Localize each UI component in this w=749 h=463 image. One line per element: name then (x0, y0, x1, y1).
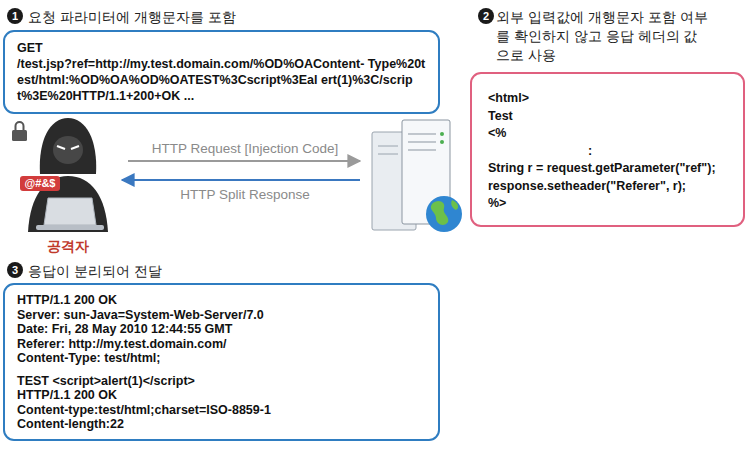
callout-number: 2 (478, 8, 494, 24)
code-line: GET (17, 40, 426, 56)
code-line: TEST <script>alert(1)</script> (17, 374, 426, 389)
code-box: 외부 입력값에 개행문자 포함 여부를 확인하지 않고 응답 헤더의 값으로 사… (470, 72, 745, 227)
code-line: String r = request.getParameter("ref"); (488, 160, 733, 178)
code-line: HTTP/1.1 200 OK (17, 388, 426, 403)
section-heading: 응답이 분리되어 전달 (28, 262, 438, 281)
code-line: Test (488, 108, 733, 126)
code-line: /test.jsp?ref=http://my.test.domain.com/… (17, 56, 426, 104)
callout-number: 3 (7, 262, 23, 278)
code-line: : (488, 143, 733, 161)
callout-circle (7, 8, 23, 24)
section-heading: 외부 입력값에 개행문자 포함 여부를 확인하지 않고 응답 헤더의 값으로 사… (496, 8, 711, 65)
section-heading: 요청 파라미터에 개행문자를 포함 (28, 8, 438, 27)
server-figure (372, 120, 462, 232)
box-body: <html>Test<%:String r = request.getParam… (470, 72, 745, 227)
badge-text: @#&$ (20, 176, 60, 191)
actor-label: 공격자 (28, 237, 108, 255)
code-line: Content-length:22 (17, 417, 426, 432)
callout-circle (478, 8, 494, 24)
code-line: Content-type:test/html;charset=ISO-8859-… (17, 403, 426, 418)
code-line: HTTP/1.1 200 OK (17, 293, 426, 308)
code-box: 요청 파라미터에 개행문자를 포함GET/test.jsp?ref=http:/… (3, 30, 440, 114)
callout-number: 1 (7, 8, 23, 24)
code-line: Content-Type: test/html; (17, 351, 426, 366)
code-line: Date: Fri, 28 May 2010 12:44:55 GMT (17, 322, 426, 337)
arrow-label: HTTP Request [Injection Code] (130, 140, 360, 157)
code-line: Server: sun-Java=System-Web-Server/7.0 (17, 308, 426, 323)
code-line: <% (488, 125, 733, 143)
arrow-label: HTTP Split Response (130, 186, 360, 203)
code-line: %> (488, 195, 733, 213)
box-body: HTTP/1.1 200 OKServer: sun-Java=System-W… (3, 283, 440, 441)
code-line: Referer: http://my.test.domain.com/ (17, 337, 426, 352)
box-body: GET/test.jsp?ref=http://my.test.domain.c… (3, 30, 440, 114)
code-box: 응답이 분리되어 전달HTTP/1.1 200 OKServer: sun-Ja… (3, 283, 440, 441)
request-arrow (128, 160, 360, 162)
callout-circle (7, 262, 23, 278)
attacker-figure (12, 118, 108, 232)
code-line: <html> (488, 90, 733, 108)
code-line: response.setheader("Referer", r); (488, 178, 733, 196)
response-arrow (122, 179, 360, 181)
